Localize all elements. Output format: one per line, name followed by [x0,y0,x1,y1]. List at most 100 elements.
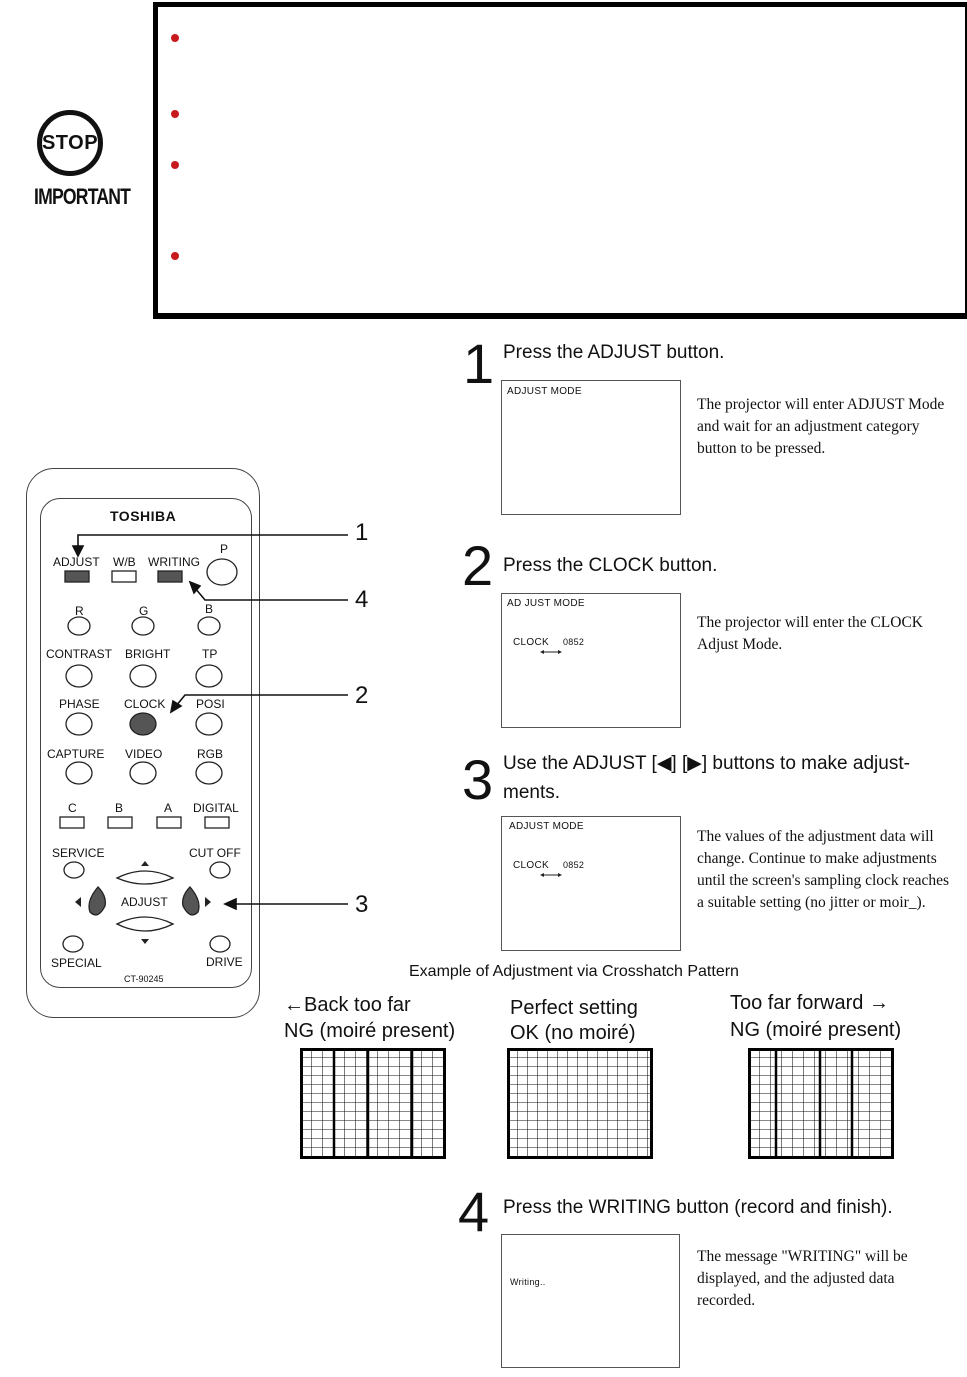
double-arrow-icon [540,873,562,877]
video-button[interactable] [129,761,157,785]
step-1-number: 1 [463,332,495,395]
crosshatch-too-far-forward [748,1048,894,1159]
callout-line-2 [175,694,348,707]
pattern-forward-label-line1: Too far forward → [730,992,889,1014]
step-2-number: 2 [462,534,494,597]
remote-label-video: VIDEO [125,747,163,761]
remote-label-c: C [68,801,77,815]
phase-button[interactable] [65,712,93,736]
osd-writing-message: Writing.. [510,1277,546,1287]
osd-item: CLOCK [513,860,549,871]
bright-button[interactable] [129,664,157,688]
step-1-description: The projector will enter ADJUST Mode and… [697,396,945,457]
cutoff-button[interactable] [209,861,231,879]
osd-header: ADJUST MODE [509,821,584,832]
remote-label-tp: TP [202,647,218,661]
step-1-title: Press the ADJUST button. [503,342,725,363]
remote-label-drive: DRIVE [206,955,243,969]
special-button[interactable] [62,935,84,953]
clock-button[interactable] [129,712,157,736]
remote-control-panel [40,498,252,988]
callout-2: 2 [355,682,369,709]
remote-label-r: R [75,604,84,618]
remote-label-digital: DIGITAL [193,801,239,815]
remote-label-contrast: CONTRAST [46,647,112,661]
osd-value: 0852 [563,637,585,647]
arrow-icon [223,897,237,911]
osd-value: 0852 [563,860,585,870]
remote-model: CT-90245 [124,974,164,984]
writing-button[interactable] [157,570,183,583]
remote-control [26,468,260,1018]
remote-label-adjust-center: ADJUST [121,895,168,909]
stop-label: STOP [41,131,99,154]
step-2-title: Press the CLOCK button. [503,555,718,576]
remote-label-clock: CLOCK [124,697,166,711]
triangle-up-icon [141,861,149,866]
adjust-left-button[interactable] [88,886,106,916]
remote-label-p: P [220,542,229,556]
down-button[interactable] [115,916,175,932]
pattern-perfect-label-line1: Perfect setting [510,997,638,1019]
step-4-number: 4 [458,1180,490,1243]
remote-brand: TOSHIBA [110,508,177,524]
adjust-right-button[interactable] [182,886,200,916]
p-button[interactable] [206,558,238,586]
a-button[interactable] [156,816,182,829]
remote-label-writing: WRITING [148,555,200,569]
posi-button[interactable] [195,712,223,736]
step-3-description: The values of the adjustment data will c… [697,828,949,911]
remote-label-bright: BRIGHT [125,647,171,661]
remote-label-g: G [139,604,149,618]
wb-button[interactable] [111,570,137,583]
callout-4: 4 [355,586,369,613]
remote-label-wb: W/B [113,555,136,569]
contrast-button[interactable] [65,664,93,688]
arrow-icon [188,580,202,595]
notice-bullet-icon [171,34,179,42]
remote-label-special: SPECIAL [51,956,102,970]
drive-button[interactable] [209,935,231,953]
b-button[interactable] [197,616,221,636]
pattern-forward-label-line2: NG (moiré present) [730,1019,902,1041]
service-button[interactable] [63,861,85,879]
step-1-osd-screen: ADJUST MODE [501,380,681,515]
b-small-button[interactable] [107,816,133,829]
up-button[interactable] [115,870,175,885]
remote-label-posi: POSI [196,697,225,711]
g-button[interactable] [131,616,155,636]
c-button[interactable] [59,816,85,829]
adjust-button[interactable] [64,570,90,583]
triangle-down-icon [141,939,149,944]
step-4-title: Press the WRITING button (record and fin… [503,1197,893,1218]
triangle-right-icon [205,897,211,907]
osd-item: CLOCK [513,637,549,648]
step-4-osd-screen: Writing.. [501,1234,680,1368]
remote-label-phase: PHASE [59,697,100,711]
rgb-button[interactable] [195,761,223,785]
remote-label-adjust: ADJUST [53,555,100,569]
r-button[interactable] [67,616,91,636]
crosshatch-caption: Example of Adjustment via Crosshatch Pat… [409,963,739,980]
crosshatch-back-too-far [300,1048,446,1159]
capture-button[interactable] [65,761,93,785]
remote-label-capture: CAPTURE [47,747,105,761]
stop-icon: STOP [37,110,103,176]
notice-bullet-icon [171,161,179,169]
remote-label-a: A [164,801,173,815]
callout-line-1 [77,534,348,548]
remote-label-cutoff: CUT OFF [189,846,241,860]
pattern-perfect-label-line2: OK (no moiré) [510,1022,636,1044]
remote-label-b: B [205,602,214,616]
arrow-icon [169,699,183,714]
notice-bullet-icon [171,252,179,260]
tp-button[interactable] [195,664,223,688]
callout-3: 3 [355,891,369,918]
important-notice-box [153,2,967,319]
pattern-back-label-line2: NG (moiré present) [284,1020,456,1042]
osd-header: ADJUST MODE [507,386,582,397]
remote-label-b2: B [115,801,124,815]
notice-bullet-icon [171,110,179,118]
digital-button[interactable] [204,816,230,829]
double-arrow-icon [540,650,562,654]
